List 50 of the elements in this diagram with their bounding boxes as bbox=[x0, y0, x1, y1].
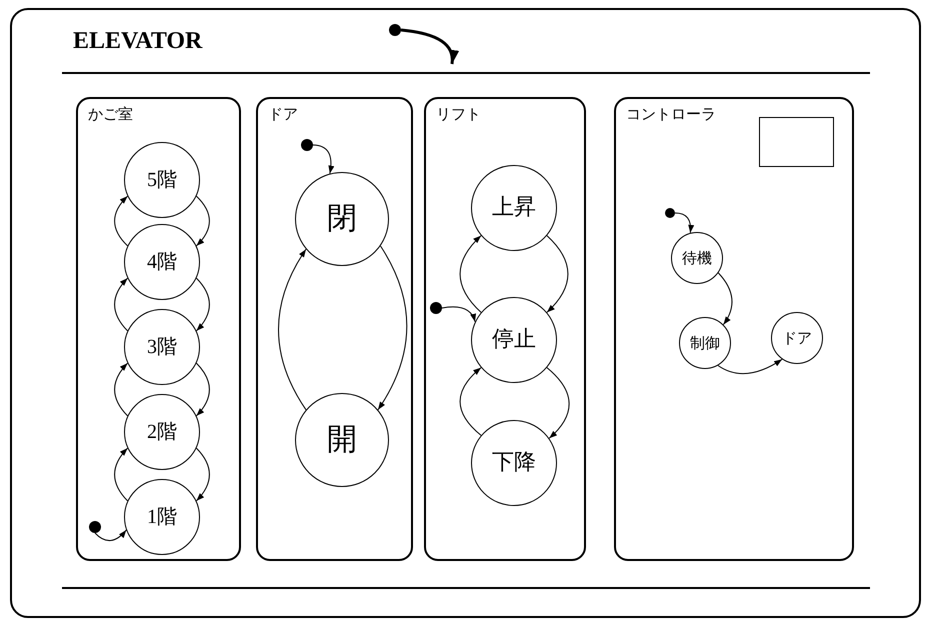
state-circle: 閉 bbox=[295, 172, 389, 266]
transition-arrow bbox=[196, 448, 210, 502]
region-title: かご室 bbox=[88, 107, 133, 122]
state-circle: 3階 bbox=[124, 309, 200, 385]
transition-arrow bbox=[312, 144, 334, 174]
initial-dot bbox=[89, 521, 101, 533]
initial-dot bbox=[301, 139, 313, 151]
transition-arrow bbox=[400, 28, 458, 64]
transition-arrow bbox=[460, 367, 482, 436]
state-circle: 待機 bbox=[671, 232, 723, 284]
transition-arrow bbox=[114, 278, 128, 332]
transition-arrow bbox=[378, 246, 408, 410]
transition-arrow bbox=[196, 196, 210, 246]
state-circle: 4階 bbox=[124, 224, 200, 300]
transition-arrow bbox=[114, 448, 128, 502]
state-name: ELEVATOR bbox=[73, 29, 202, 53]
transition-arrow bbox=[114, 362, 128, 416]
transition-arrow bbox=[442, 306, 476, 322]
region-title: ドア bbox=[268, 107, 298, 122]
transition-arrow bbox=[114, 196, 128, 246]
transition-arrow bbox=[718, 272, 732, 326]
state-circle: 上昇 bbox=[471, 165, 557, 251]
transition-arrow bbox=[278, 248, 306, 410]
initial-dot bbox=[430, 302, 442, 314]
transition-arrow bbox=[546, 235, 568, 313]
frame-box bbox=[10, 8, 921, 618]
region-title: リフト bbox=[436, 107, 481, 122]
transition-arrow bbox=[196, 362, 210, 416]
state-circle: 1階 bbox=[124, 479, 200, 555]
transition-arrow bbox=[196, 278, 210, 332]
state-circle: ドア bbox=[771, 312, 823, 364]
transition-arrow bbox=[94, 530, 127, 541]
region-panel bbox=[424, 97, 586, 561]
region-title: コントローラ bbox=[626, 107, 716, 122]
initial-dot bbox=[389, 24, 401, 36]
region-panel bbox=[76, 97, 241, 561]
initial-dot bbox=[665, 208, 675, 218]
empty-box bbox=[759, 117, 834, 167]
region-panel bbox=[256, 97, 413, 561]
region-panel bbox=[614, 97, 854, 561]
transition-arrow bbox=[674, 212, 694, 234]
transition-arrow bbox=[546, 367, 570, 439]
state-circle: 開 bbox=[295, 393, 389, 487]
state-circle: 2階 bbox=[124, 394, 200, 470]
state-circle: 5階 bbox=[124, 142, 200, 218]
transition-arrow bbox=[718, 358, 783, 374]
state-circle: 停止 bbox=[471, 297, 557, 383]
transition-arrow bbox=[460, 235, 482, 313]
state-circle: 下降 bbox=[471, 420, 557, 506]
state-circle: 制御 bbox=[679, 317, 731, 369]
